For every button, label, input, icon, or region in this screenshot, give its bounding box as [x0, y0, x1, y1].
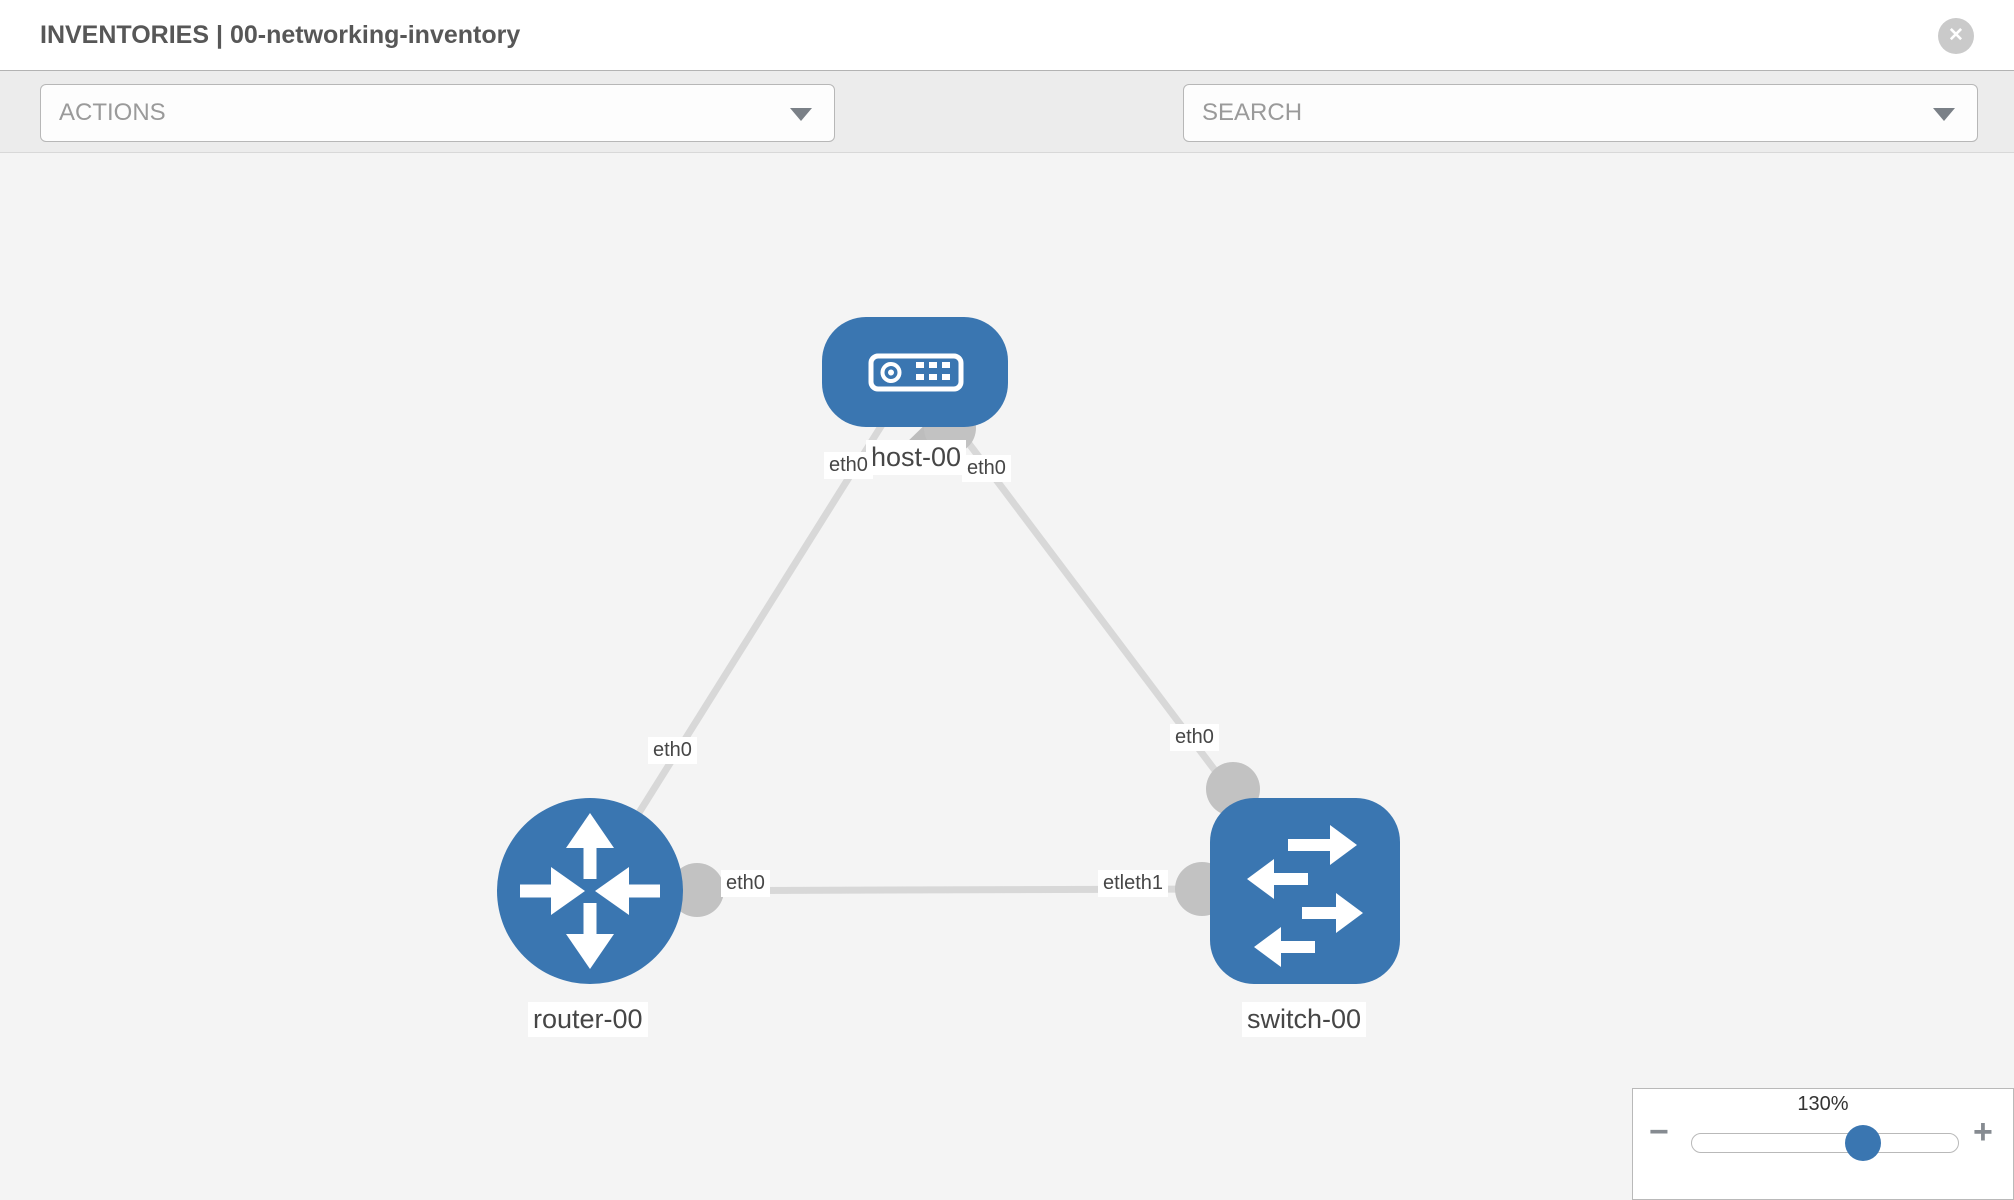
- close-icon[interactable]: ✕: [1938, 18, 1974, 54]
- breadcrumb[interactable]: INVENTORIES: [40, 21, 210, 49]
- search-dropdown[interactable]: SEARCH: [1183, 84, 1978, 142]
- host-icon: [868, 353, 964, 392]
- zoom-panel: 130% − +: [1632, 1088, 2014, 1200]
- iface-label-switch-eth1-link: etleth1: [1098, 870, 1169, 897]
- iface-label-switch-eth0-top: eth0: [1170, 724, 1219, 751]
- iface-label-host-eth0-right: eth0: [962, 455, 1011, 482]
- toolbar: ACTIONS SEARCH: [0, 71, 2014, 207]
- zoom-in-button[interactable]: +: [1973, 1113, 1993, 1151]
- zoom-slider-track[interactable]: [1691, 1133, 1959, 1153]
- page-title: INVENTORIES | 00-networking-inventory: [40, 0, 520, 71]
- header-bar: INVENTORIES | 00-networking-inventory ✕: [0, 0, 2014, 71]
- node-label-router: router-00: [528, 1002, 648, 1038]
- inventory-name: 00-networking-inventory: [229, 21, 521, 49]
- chevron-down-icon: [1933, 108, 1955, 121]
- chevron-down-icon: [790, 108, 812, 121]
- node-host-00[interactable]: [822, 317, 1008, 427]
- breadcrumb-separator: |: [215, 21, 223, 49]
- iface-label-router-eth0-top: eth0: [648, 737, 697, 764]
- zoom-slider-knob[interactable]: [1845, 1125, 1881, 1161]
- interface-dot-router-eth0[interactable]: [670, 863, 724, 917]
- node-switch-00[interactable]: [1210, 798, 1400, 984]
- actions-dropdown[interactable]: ACTIONS: [40, 84, 835, 142]
- node-label-switch: switch-00: [1242, 1002, 1367, 1038]
- iface-label-router-eth0-link: eth0: [721, 870, 770, 897]
- zoom-level-text: 130%: [1797, 1093, 1849, 1115]
- topology-canvas[interactable]: host-00 router-00 switch-00 eth0 eth0 et…: [0, 153, 2014, 1200]
- node-label-host: host-00: [866, 440, 967, 476]
- node-router-00[interactable]: [497, 798, 683, 984]
- search-dropdown-label: SEARCH: [1202, 99, 1303, 126]
- switch-icon: [1247, 825, 1363, 967]
- iface-label-host-eth0-left: eth0: [824, 452, 873, 479]
- router-icon: [520, 813, 660, 969]
- topology-svg: [497, 317, 1400, 984]
- zoom-out-button[interactable]: −: [1649, 1113, 1669, 1151]
- actions-dropdown-label: ACTIONS: [59, 99, 166, 126]
